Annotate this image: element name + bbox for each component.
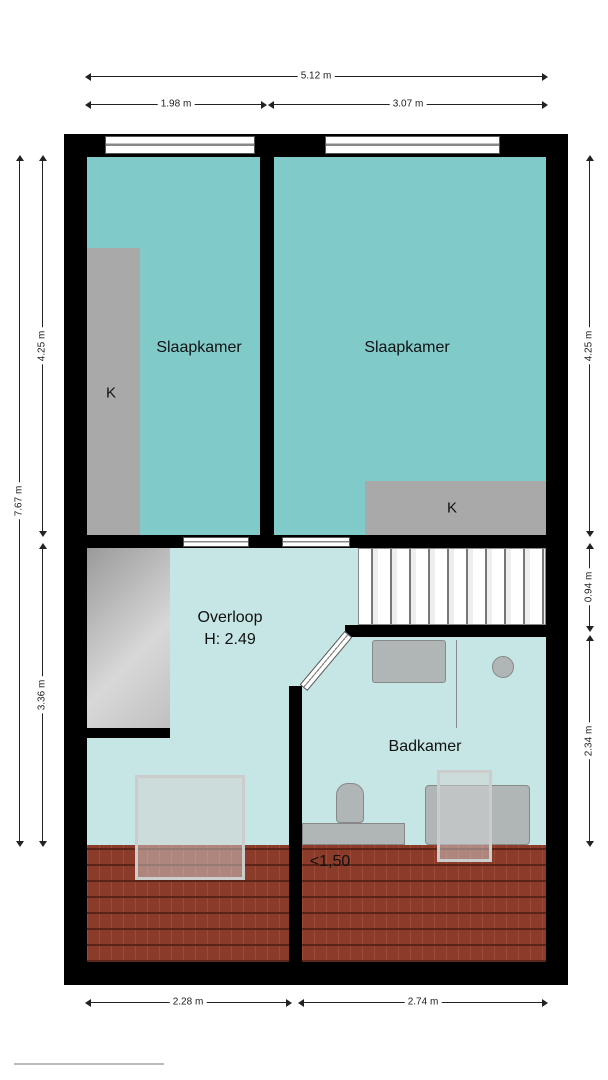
closet-left bbox=[87, 248, 140, 535]
bedroom-right-floor bbox=[274, 157, 546, 535]
dim-total-width: 5.12 m bbox=[297, 70, 335, 82]
dim-left-upper: 4.25 m bbox=[36, 327, 48, 365]
landing-name: Overloop bbox=[197, 609, 263, 626]
roof-tiles-left bbox=[87, 845, 289, 962]
dim-top-right: 3.07 m bbox=[389, 98, 427, 110]
closet-right bbox=[365, 481, 546, 535]
door-bedroom-left[interactable] bbox=[183, 537, 249, 547]
dim-bottom-left: 2.28 m bbox=[169, 996, 207, 1008]
wall-bathroom-left bbox=[289, 686, 302, 962]
door-bedroom-right[interactable] bbox=[282, 537, 350, 547]
closet-label-right: K bbox=[446, 499, 458, 517]
roof-tiles-right bbox=[302, 845, 546, 962]
landing-height: H: 2.49 bbox=[204, 631, 256, 648]
room-label-landing: Overloop H: 2.49 bbox=[198, 607, 263, 651]
low-ceiling-label: <1,50 bbox=[309, 853, 351, 870]
window-left bbox=[105, 136, 255, 154]
dim-bottom-right: 2.74 m bbox=[404, 996, 442, 1008]
dim-right-lower: 2.34 m bbox=[583, 722, 595, 760]
dim-top-left: 1.98 m bbox=[157, 98, 195, 110]
staircase-left bbox=[87, 548, 170, 728]
room-label-bathroom: Badkamer bbox=[388, 738, 462, 755]
room-label-bedroom-left: Slaapkamer bbox=[156, 339, 242, 356]
toilet bbox=[336, 783, 364, 823]
sink bbox=[372, 640, 446, 683]
dim-left-total: 7.67 m bbox=[13, 482, 25, 520]
bed bbox=[135, 775, 245, 880]
bench bbox=[302, 823, 405, 845]
wall-stair-left bbox=[87, 728, 170, 738]
closet-label-left: K bbox=[105, 384, 117, 402]
dim-right-mid: 0.94 m bbox=[583, 568, 595, 606]
fine-print-disclaimer bbox=[14, 1063, 164, 1065]
dim-left-lower: 3.36 m bbox=[36, 676, 48, 714]
wall-bathroom-top bbox=[345, 625, 546, 637]
window-right bbox=[325, 136, 500, 154]
shower-partition bbox=[456, 640, 457, 728]
staircase-right bbox=[358, 548, 546, 625]
dim-right-upper: 4.25 m bbox=[583, 327, 595, 365]
room-label-bedroom-right: Slaapkamer bbox=[364, 339, 450, 356]
shower-head bbox=[492, 656, 514, 678]
dryer-rack bbox=[437, 770, 492, 862]
